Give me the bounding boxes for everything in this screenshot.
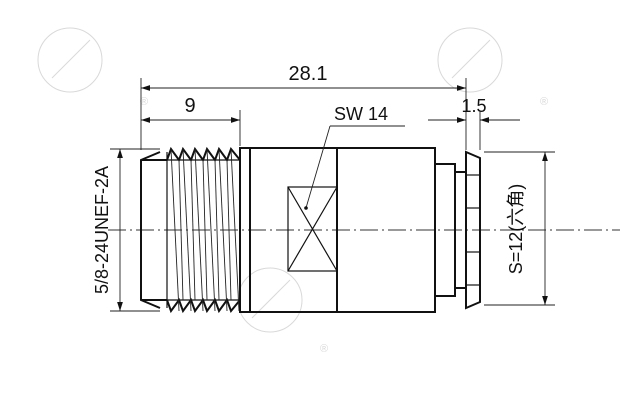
flange-width-label: 1.5 xyxy=(461,96,486,116)
svg-text:®: ® xyxy=(540,96,548,108)
wrench-flat-label: SW 14 xyxy=(334,104,388,124)
svg-text:®: ® xyxy=(320,343,328,355)
dimension-flange-width: 1.5 xyxy=(428,96,520,150)
wrench-flat-callout: SW 14 xyxy=(304,104,405,210)
rear-hex-nut xyxy=(434,150,481,310)
dimension-hex-size: S=12(六角) xyxy=(484,151,555,306)
svg-text:®: ® xyxy=(140,96,148,108)
thread-length-label: 9 xyxy=(184,95,195,117)
overall-length-label: 28.1 xyxy=(289,63,328,85)
dimension-thread-length: 9 xyxy=(141,95,241,146)
threaded-section xyxy=(140,146,241,314)
thread-spec-label: 5/8-24UNEF-2A xyxy=(92,166,112,294)
dimension-overall-length: 28.1 xyxy=(140,63,467,150)
dimension-thread-diameter: 5/8-24UNEF-2A xyxy=(92,148,160,312)
hex-size-label: S=12(六角) xyxy=(506,184,526,275)
